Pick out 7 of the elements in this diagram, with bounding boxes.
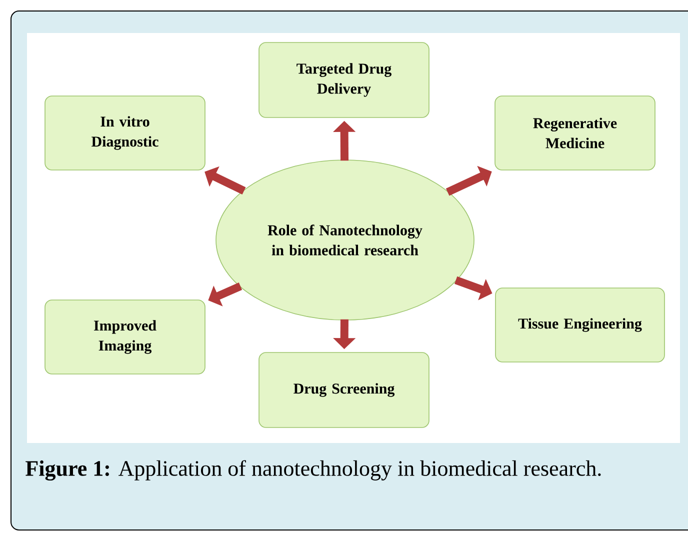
- figure-caption: Figure 1: Application of nanotechnology in biomedical research.: [26, 460, 601, 481]
- topic-box: Improved Imaging: [44, 300, 206, 374]
- topic-box: Regenerative Medicine: [494, 96, 656, 170]
- topic-box: Tissue Engineering: [495, 288, 665, 362]
- topic-box: In vitro Diagnostic: [44, 96, 206, 170]
- topic-box: Targeted Drug Delivery: [258, 42, 430, 118]
- topic-box: Drug Screening: [258, 352, 430, 428]
